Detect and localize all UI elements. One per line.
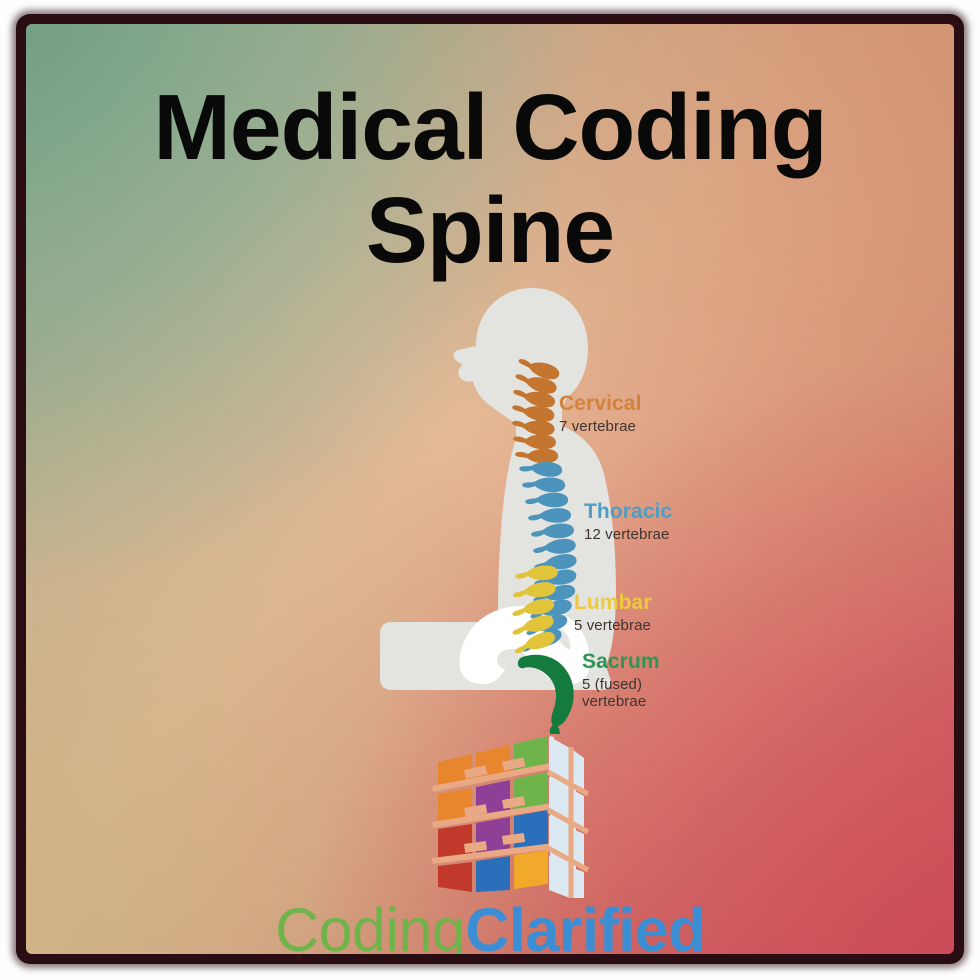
title-line-1: Medical Coding <box>153 75 827 179</box>
cube-right-face-tiles <box>549 737 584 898</box>
cube-right-face-grout <box>546 747 590 898</box>
spine-illustration <box>326 274 746 734</box>
label-thoracic: Thoracic 12 vertebrae <box>584 500 672 543</box>
label-lumbar-subtitle: 5 vertebrae <box>574 616 651 634</box>
logo-wordmark-clarified: Clarified <box>465 896 705 955</box>
title-line-2: Spine <box>365 178 615 282</box>
label-thoracic-subtitle: 12 vertebrae <box>584 525 670 543</box>
label-thoracic-title: Thoracic <box>584 500 673 523</box>
poster-canvas: Medical Coding Spine <box>26 24 954 954</box>
logo-wordmark: CodingClarified <box>26 900 954 955</box>
label-lumbar: Lumbar 5 vertebrae <box>574 591 652 634</box>
label-lumbar-title: Lumbar <box>574 591 652 614</box>
page-title: Medical Coding Spine <box>26 76 954 282</box>
puzzle-cube-icon <box>424 732 590 898</box>
label-cervical-title: Cervical <box>559 392 642 415</box>
label-sacrum-subtitle-line2: vertebrae <box>582 693 647 711</box>
sacrum-shape <box>517 654 574 734</box>
label-sacrum: Sacrum 5 (fused) vertebrae <box>582 650 660 711</box>
logo-wordmark-coding: Coding <box>275 896 466 955</box>
label-sacrum-subtitle-line1: 5 (fused) <box>582 675 643 693</box>
label-cervical: Cervical 7 vertebrae <box>559 392 642 435</box>
label-cervical-subtitle: 7 vertebrae <box>559 417 636 435</box>
cube-front-face <box>431 736 552 892</box>
label-sacrum-title: Sacrum <box>582 650 660 673</box>
